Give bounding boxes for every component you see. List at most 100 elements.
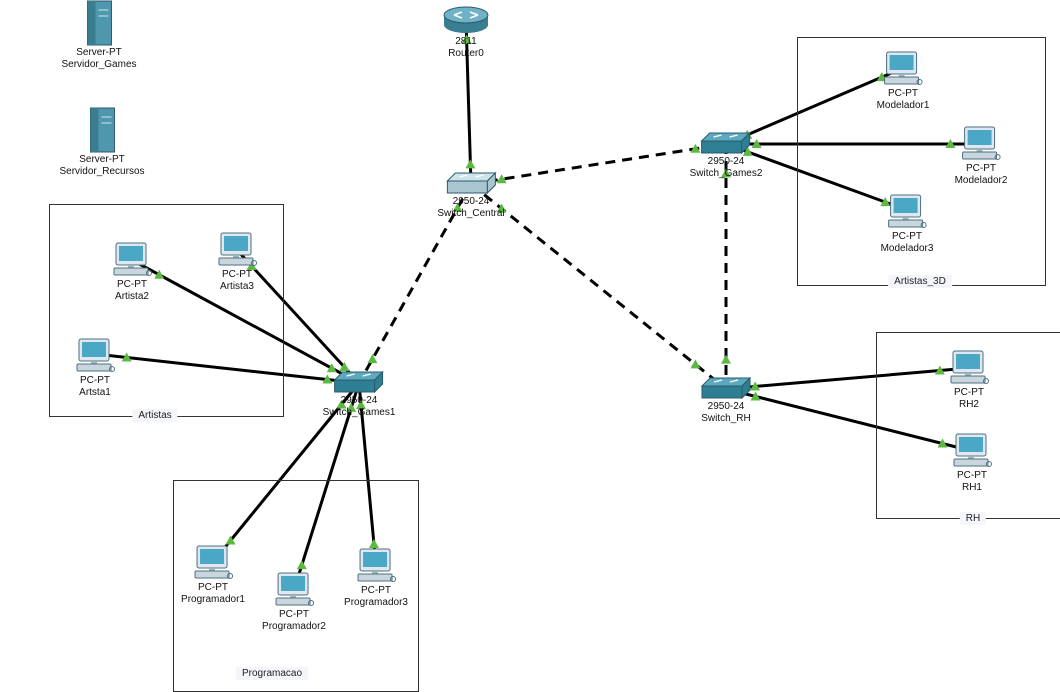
port-status-indicator xyxy=(690,359,701,369)
port-status-indicator xyxy=(461,34,472,44)
device-artista3[interactable]: PC-PT Artista3 xyxy=(217,232,257,293)
link-switch_games1-artista2[interactable] xyxy=(131,258,360,385)
pc-icon xyxy=(217,232,257,268)
device-model: 2950-24 xyxy=(340,395,378,406)
pc-icon xyxy=(344,548,408,584)
device-switch-central[interactable]: 2950-24 Switch_Central xyxy=(437,171,505,220)
port-status-indicator xyxy=(154,269,165,279)
device-name: Switch_Central xyxy=(437,208,505,219)
port-status-indicator xyxy=(721,168,731,178)
link-switch_games2-modelador1[interactable] xyxy=(725,66,904,146)
switch-icon xyxy=(437,171,504,195)
device-model: 2950-24 xyxy=(707,401,745,412)
port-status-indicator xyxy=(742,146,753,156)
device-router0[interactable]: 2811 Router0 xyxy=(442,5,490,60)
device-switch-rh[interactable]: 2950-24 Switch_RH xyxy=(700,376,752,425)
port-status-indicator xyxy=(750,391,761,401)
device-name: Artsta1 xyxy=(79,387,111,398)
device-model: PC-PT xyxy=(117,279,147,290)
device-modelador2[interactable]: PC-PT Modelador2 xyxy=(954,126,1008,187)
link-router0-switch_central[interactable] xyxy=(464,19,473,185)
link-switch_games1-programador1[interactable] xyxy=(211,382,361,563)
device-model: PC-PT xyxy=(966,163,996,174)
port-status-indicator xyxy=(296,560,307,570)
device-name: Modelador3 xyxy=(880,243,934,254)
link-switch_central-switch_games1[interactable] xyxy=(357,183,473,384)
device-model: 2950-24 xyxy=(707,156,745,167)
port-status-indicator xyxy=(496,203,507,213)
device-model: PC-PT xyxy=(957,470,987,481)
device-artista2[interactable]: PC-PT Artista2 xyxy=(112,242,152,303)
link-switch_games1-artista3[interactable] xyxy=(235,248,361,385)
device-server-recursos[interactable]: Server-PT Servidor_Recursos xyxy=(59,107,145,178)
pc-icon xyxy=(112,242,152,278)
link-switch_rh-rh1[interactable] xyxy=(725,387,973,453)
link-switch_games1-artista1[interactable] xyxy=(94,352,360,385)
device-model: PC-PT xyxy=(278,609,309,620)
device-programador3[interactable]: PC-PT Programador3 xyxy=(344,548,408,609)
device-modelador1[interactable]: PC-PT Modelador1 xyxy=(877,51,930,112)
device-model: 2950-24 xyxy=(452,196,490,207)
port-status-indicator xyxy=(336,399,347,409)
port-status-indicator xyxy=(751,139,762,148)
pc-icon xyxy=(75,338,115,374)
switch-icon xyxy=(323,370,396,394)
link-switch_games1-programador2[interactable] xyxy=(292,382,361,591)
pc-icon xyxy=(955,126,1008,162)
device-programador2[interactable]: PC-PT Programador2 xyxy=(262,572,326,633)
port-status-indicator xyxy=(880,197,891,207)
device-name: Artista3 xyxy=(220,281,254,292)
device-name: Programador1 xyxy=(181,594,245,605)
switch-icon xyxy=(690,131,763,155)
area-label-artistas-3d: Artistas_3D xyxy=(888,275,952,288)
server-icon xyxy=(59,107,144,153)
device-name: Modelador2 xyxy=(954,175,1008,186)
device-name: RH1 xyxy=(961,482,982,493)
device-name: Router0 xyxy=(448,48,484,59)
link-switch_central-switch_rh[interactable] xyxy=(470,182,727,391)
port-status-indicator xyxy=(368,539,379,549)
pc-icon xyxy=(881,194,934,230)
link-switch_games2-modelador3[interactable] xyxy=(725,142,908,212)
device-model: Server-PT xyxy=(76,47,122,58)
device-name: Servidor_Recursos xyxy=(59,166,145,177)
port-status-indicator xyxy=(465,159,476,169)
device-name: Switch_Games1 xyxy=(322,407,396,418)
port-status-indicator xyxy=(121,352,132,362)
server-icon xyxy=(61,0,136,46)
port-status-indicator xyxy=(356,399,367,409)
link-switch_rh-rh2[interactable] xyxy=(725,366,970,391)
device-name: Artista2 xyxy=(115,291,149,302)
switch-icon xyxy=(700,376,752,400)
port-status-indicator xyxy=(496,174,507,184)
device-model: PC-PT xyxy=(954,387,984,398)
device-modelador3[interactable]: PC-PT Modelador3 xyxy=(880,194,934,255)
area-label-programacao: Programacao xyxy=(235,667,309,680)
device-rh2[interactable]: PC-PT RH2 xyxy=(949,350,989,411)
port-status-indicator xyxy=(690,143,701,153)
port-status-indicator xyxy=(326,363,337,373)
area-label-artistas: Artistas xyxy=(132,409,178,422)
port-status-indicator xyxy=(937,438,948,448)
port-status-indicator xyxy=(876,72,887,82)
link-switch_games1-programador3[interactable] xyxy=(357,382,378,567)
port-status-indicator xyxy=(750,381,761,391)
port-status-indicator xyxy=(225,535,236,545)
device-model: 2811 xyxy=(455,36,477,47)
device-rh1[interactable]: PC-PT RH1 xyxy=(952,433,992,494)
pc-icon xyxy=(877,51,930,87)
device-name: Servidor_Games xyxy=(61,59,137,70)
device-switch-games1[interactable]: 2950-24 Switch_Games1 xyxy=(322,370,396,419)
device-switch-games2[interactable]: 2950-24 Switch_Games2 xyxy=(690,131,763,180)
port-status-indicator xyxy=(452,202,463,212)
pc-icon xyxy=(181,545,245,581)
device-server-games[interactable]: Server-PT Servidor_Games xyxy=(61,0,137,71)
device-model: PC-PT xyxy=(360,585,391,596)
port-status-indicator xyxy=(945,139,956,148)
device-model: PC-PT xyxy=(197,582,228,593)
link-switch_central-switch_games2[interactable] xyxy=(470,142,727,186)
port-status-indicator xyxy=(934,365,945,375)
port-status-indicator xyxy=(346,402,357,412)
device-programador1[interactable]: PC-PT Programador1 xyxy=(181,545,245,606)
device-artista1[interactable]: PC-PT Artsta1 xyxy=(75,338,115,399)
